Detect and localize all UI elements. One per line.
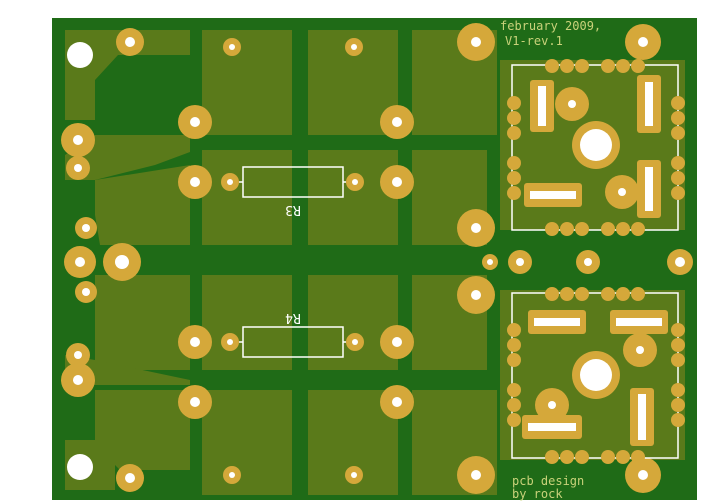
revision-label: V1-rev.1	[505, 34, 563, 48]
resistor-r3	[221, 166, 364, 198]
center-trace	[95, 253, 695, 271]
ic-module-lower	[507, 287, 685, 464]
r3-label: R3	[285, 202, 301, 217]
r4-label: R4	[285, 310, 301, 325]
credit-line-2: by rock	[512, 487, 563, 501]
ic-module-upper	[507, 59, 685, 236]
resistor-r4	[221, 326, 364, 358]
date-label: february 2009,	[500, 19, 601, 33]
credit-line-1: pcb design	[512, 474, 584, 488]
pad-group	[61, 23, 693, 494]
